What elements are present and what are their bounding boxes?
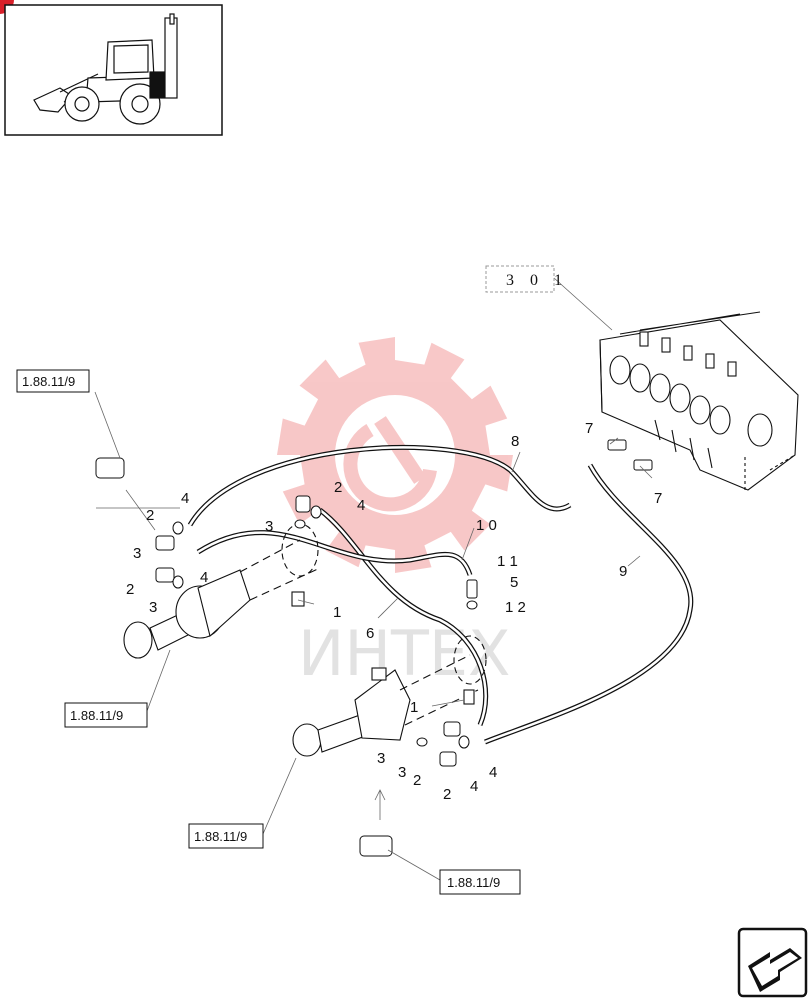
callout-2: 2	[126, 581, 134, 598]
cylinder-lower	[292, 635, 487, 757]
svg-text:1.88.11/9: 1.88.11/9	[194, 829, 247, 844]
callout-2: 2	[334, 479, 342, 496]
callout-labels: 1 1 2 2 2 2 2 3 3 3 3 3 4 4 4 4 4 5 6 7 …	[126, 420, 662, 803]
callout-3: 3	[149, 599, 157, 616]
callout-8: 8	[511, 433, 519, 450]
ref-box-mid-left[interactable]: 1.88.11/9	[64, 702, 148, 728]
callout-4: 4	[181, 490, 189, 507]
leader-lines	[94, 277, 653, 881]
callout-5: 5	[510, 574, 518, 591]
callout-1: 1	[333, 604, 341, 621]
gear-logo-icon	[277, 337, 513, 573]
callout-4: 4	[470, 778, 478, 795]
control-valve-block	[599, 311, 799, 491]
callout-2: 2	[413, 772, 421, 789]
watermark-text: ИНТЕХ	[298, 617, 511, 690]
callout-7: 7	[654, 490, 662, 507]
callout-1: 1	[410, 699, 418, 716]
callout-6: 6	[366, 625, 374, 642]
callout-3: 3	[398, 764, 406, 781]
callout-2: 2	[443, 786, 451, 803]
callout-9: 9	[619, 563, 627, 580]
callout-4: 4	[200, 569, 208, 586]
fittings	[95, 439, 653, 857]
ref-box-bottom-mid[interactable]: 1.88.11/9	[188, 823, 264, 849]
thumbnail-panel[interactable]	[4, 4, 223, 136]
callout-3: 3	[133, 545, 141, 562]
ref-box-valve-block[interactable]: 3 0 1	[485, 265, 568, 293]
svg-text:1.88.11/9: 1.88.11/9	[447, 875, 500, 890]
backhoe-loader-icon	[33, 13, 178, 125]
hydraulic-hoses	[187, 444, 694, 745]
callout-4: 4	[489, 764, 497, 781]
next-page-arrow-icon[interactable]	[737, 927, 808, 998]
callout-11: 1 1	[497, 553, 518, 570]
callout-10: 1 0	[476, 517, 497, 534]
callout-7: 7	[585, 420, 593, 437]
callout-3: 3	[377, 750, 385, 767]
ref-box-top-left[interactable]: 1.88.11/9	[16, 369, 90, 393]
callout-3: 3	[265, 518, 273, 535]
cylinder-upper	[123, 523, 321, 659]
callout-12: 1 2	[505, 599, 526, 616]
callout-2: 2	[146, 507, 154, 524]
callout-4: 4	[357, 497, 365, 514]
svg-text:1.88.11/9: 1.88.11/9	[22, 374, 75, 389]
svg-text:3 0 1: 3 0 1	[506, 272, 568, 289]
ref-box-bottom-right[interactable]: 1.88.11/9	[439, 869, 521, 895]
svg-text:1.88.11/9: 1.88.11/9	[70, 708, 123, 723]
